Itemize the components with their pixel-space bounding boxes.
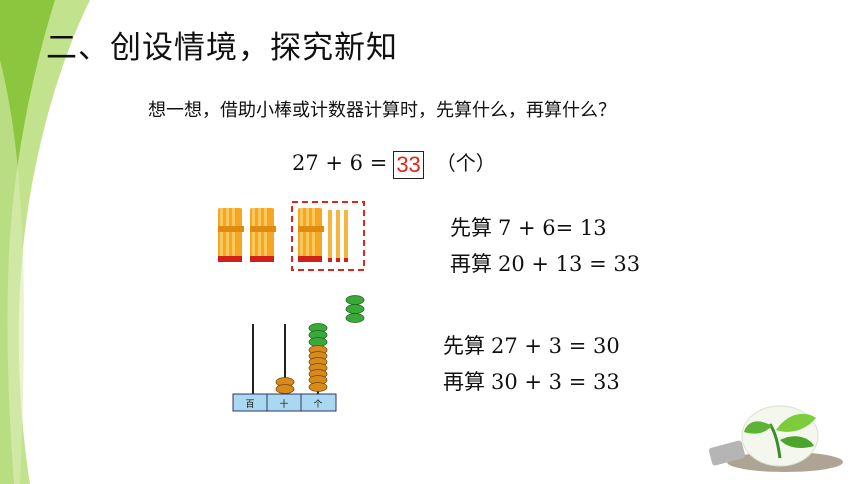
stick-bundle-icon (298, 208, 324, 262)
abacus-label-ones: 个 (313, 399, 322, 410)
answer-box: 33 (393, 150, 424, 179)
abacus-illustration: 百 十 个 (232, 295, 365, 412)
stick-bundle-icon (218, 208, 244, 262)
equation: 27 + 6 =33 （个） (292, 147, 496, 179)
loose-sticks-icon (328, 210, 348, 262)
stick-bundle-icon (250, 208, 276, 262)
sticks-illustration (218, 201, 365, 271)
dashed-group-box (291, 201, 365, 271)
abacus-label-tens: 十 (279, 398, 288, 410)
abacus-label-hundreds: 百 (245, 399, 254, 410)
equation-left: 27 + 6 = (292, 151, 388, 175)
slide-title: 二、创设情境，探究新知 (46, 30, 398, 66)
tens-beads-icon (275, 377, 295, 394)
plant-bulb-decoration (708, 405, 843, 472)
ones-beads-icon (308, 323, 328, 392)
equation-unit: （个） (435, 151, 496, 175)
extra-beads-icon (345, 295, 365, 323)
question-text: 想一想，借助小棒或计数器计算时，先算什么，再算什么？ (148, 100, 616, 121)
